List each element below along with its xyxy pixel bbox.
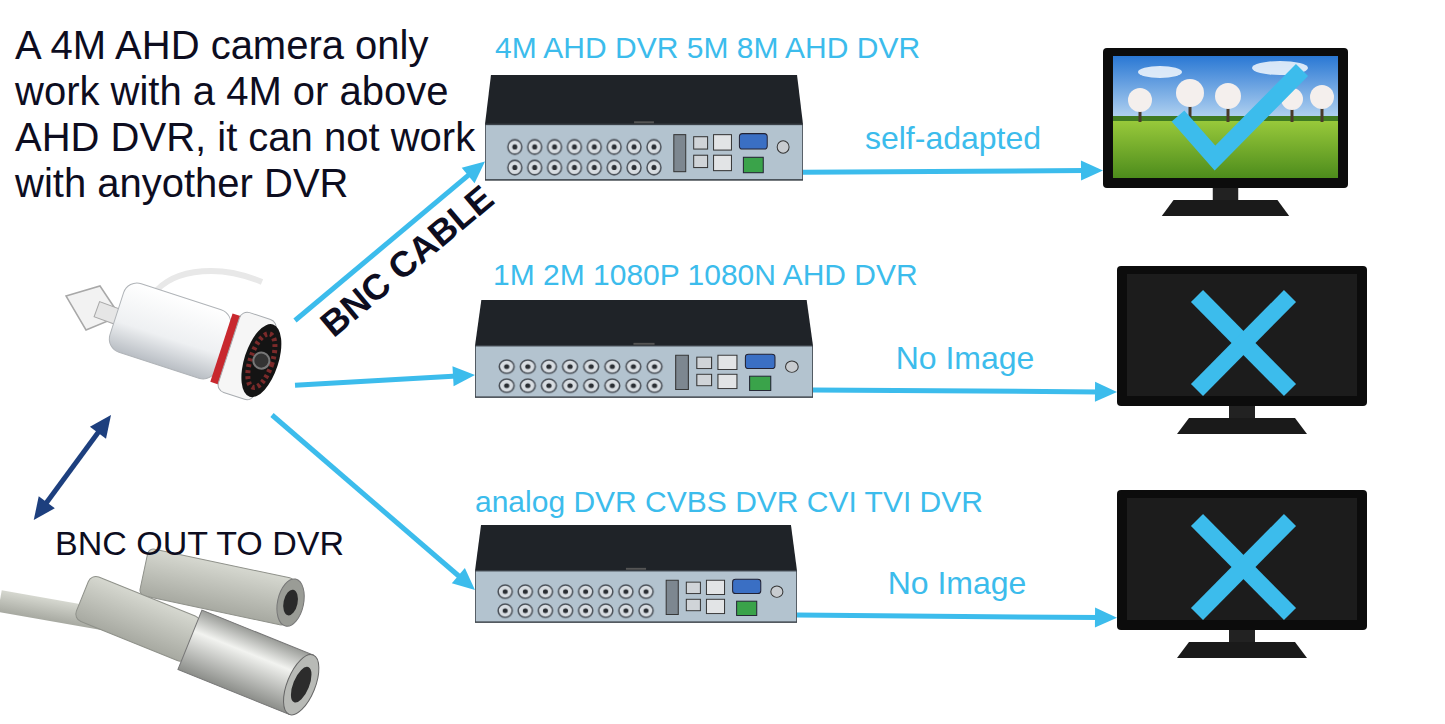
dvr-recorder (475, 525, 797, 622)
cross-mark (1197, 520, 1290, 614)
connector-caption: BNC OUT TO DVR (55, 524, 344, 563)
cross-stroke (1197, 296, 1290, 390)
tv-monitor (1117, 490, 1367, 658)
connector-arrow (803, 171, 1085, 173)
cross-stroke (1197, 520, 1290, 614)
bnc-socket (287, 664, 316, 705)
connector-node: BNC OUT TO DVR (15, 520, 390, 720)
tv-node (1103, 48, 1348, 223)
bnc-boot (73, 574, 202, 663)
dc-plug-end (273, 576, 308, 628)
camera-face (233, 319, 289, 402)
arrow-head (90, 415, 111, 439)
tree-crown (1310, 85, 1334, 109)
tree-crown (1128, 88, 1152, 112)
ir-leds (242, 331, 280, 391)
dvr-recorder (485, 75, 803, 180)
dvr-heading: 4M AHD DVR 5M 8M AHD DVR (495, 31, 920, 66)
treeline (1113, 116, 1338, 121)
dvr-node: analog DVR CVBS DVR CVI TVI DVR (475, 525, 797, 625)
cross-stroke (1197, 520, 1290, 614)
dc-plug-hole (281, 588, 300, 616)
bullet-camera (66, 271, 291, 406)
arrow-head (452, 366, 475, 386)
arrow-head (452, 568, 475, 590)
result-label: No Image (896, 341, 1035, 376)
tree-crown (1215, 83, 1241, 109)
tv-node (1117, 490, 1367, 665)
arrow-head (34, 496, 55, 520)
sky (1113, 56, 1338, 126)
dvr-node: 1M 2M 1080P 1080N AHD DVR (475, 300, 813, 400)
connector-arrow (295, 376, 457, 385)
tv-landscape (1113, 56, 1338, 178)
dvr-heading: 1M 2M 1080P 1080N AHD DVR (493, 258, 918, 293)
camera-node (65, 280, 295, 415)
title-note: A 4M AHD camera only work with a 4M or a… (15, 22, 485, 206)
tv-monitor (1117, 266, 1367, 434)
bnc-rim (276, 650, 326, 720)
cloud (1138, 66, 1182, 78)
arrow-head (1081, 161, 1103, 181)
cross-stroke (1197, 296, 1290, 390)
tv-monitor (1103, 48, 1348, 216)
camera-lens (251, 351, 271, 371)
arrow-head (1095, 382, 1117, 402)
tv-node (1117, 266, 1367, 441)
cross-mark (1197, 296, 1290, 390)
result-label: self-adapted (865, 122, 1041, 157)
connector-arrow (813, 390, 1099, 392)
dvr-heading: analog DVR CVBS DVR CVI TVI DVR (475, 485, 983, 520)
bnc-connector (0, 548, 326, 720)
result-label: No Image (888, 567, 1027, 602)
dvr-node: 4M AHD DVR 5M 8M AHD DVR (485, 75, 803, 183)
arrow-head (1095, 608, 1117, 628)
connector-arrow (44, 429, 100, 505)
dvr-recorder (475, 300, 813, 397)
check-mark (1178, 70, 1302, 158)
tree-crown (1176, 79, 1204, 107)
connector-arrow (797, 615, 1099, 618)
